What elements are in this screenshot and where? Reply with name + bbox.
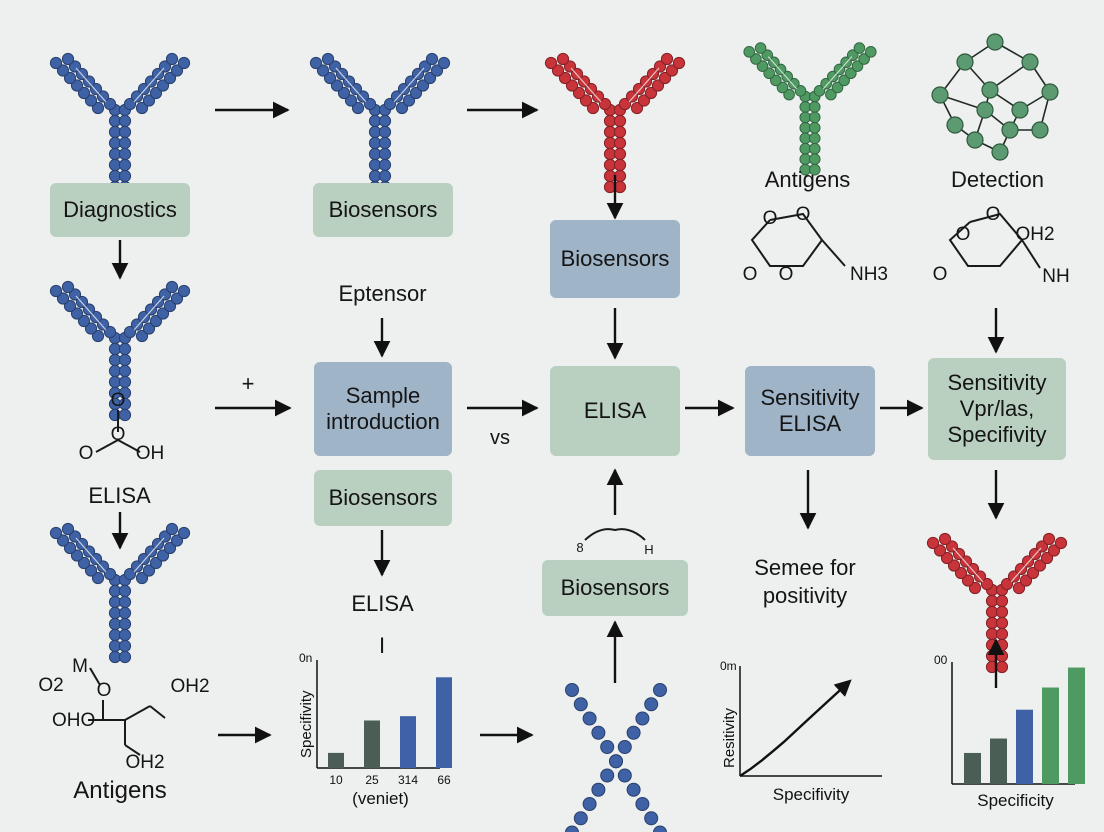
chem-label: NH bbox=[1042, 266, 1070, 287]
axis-label: (veniet) bbox=[352, 789, 409, 808]
chem-label: O bbox=[985, 204, 1001, 225]
chem-label: OHO bbox=[52, 710, 96, 731]
bar bbox=[328, 752, 344, 768]
chem-label: OH2 bbox=[170, 676, 210, 697]
chem-bonds bbox=[88, 212, 1041, 756]
biosensors-box: Biosensors bbox=[550, 220, 680, 298]
axis-label: Specifivity bbox=[298, 690, 315, 758]
antibody-icon bbox=[743, 42, 877, 176]
antibody-icon bbox=[544, 52, 686, 194]
tick-label: 00 bbox=[934, 653, 948, 667]
bar bbox=[1016, 709, 1033, 784]
bar bbox=[400, 716, 416, 768]
antibody-icon bbox=[49, 522, 191, 664]
chem-label: O bbox=[932, 264, 948, 285]
antibody-icon bbox=[49, 280, 191, 422]
chem-label: O bbox=[795, 204, 811, 225]
molecular-network-icon bbox=[931, 33, 1059, 161]
bar bbox=[436, 677, 452, 768]
tick-label: 10 bbox=[329, 773, 343, 787]
chem-label: O bbox=[96, 680, 112, 701]
antibody-icon bbox=[49, 52, 191, 194]
bar-marker-label: I bbox=[378, 633, 386, 658]
bar bbox=[964, 752, 981, 784]
elisa-label: ELISA bbox=[351, 591, 414, 616]
chem-label: OH bbox=[135, 443, 165, 464]
chem-label: OH2 bbox=[125, 752, 165, 773]
tick-label: 66 bbox=[437, 773, 451, 787]
bar bbox=[1042, 687, 1059, 784]
detection-label: Detection bbox=[951, 167, 1044, 192]
antigens-label: Antigens bbox=[73, 777, 167, 804]
chem-label: H bbox=[644, 542, 654, 557]
elisa-label: ELISA bbox=[88, 483, 151, 508]
chem-label: O bbox=[762, 208, 778, 229]
tick-label: 314 bbox=[398, 773, 418, 787]
chem-label: O bbox=[955, 224, 971, 245]
chem-label: NH3 bbox=[849, 264, 888, 285]
chem-label: O bbox=[110, 424, 126, 445]
chem-label: OH2 bbox=[1015, 224, 1055, 245]
bar bbox=[1068, 667, 1085, 784]
antigens-label: Antigens bbox=[764, 167, 851, 192]
vs-label: vs bbox=[490, 427, 510, 449]
axis-label: Specificity bbox=[977, 791, 1054, 810]
chem-label: O bbox=[78, 443, 94, 464]
tick-label: 0m bbox=[720, 659, 737, 673]
bar bbox=[990, 738, 1007, 784]
bar bbox=[364, 720, 380, 768]
sensitivity-specifivity-box: Sensitivity Vpr/las, Specifivity bbox=[928, 358, 1066, 460]
sensitivity-elisa-box: Sensitivity ELISA bbox=[745, 366, 875, 456]
chem-label: M bbox=[72, 656, 88, 677]
chem-label: O2 bbox=[38, 675, 64, 696]
biosensors-box: Biosensors bbox=[314, 470, 452, 526]
biosensors-box: Biosensors bbox=[313, 183, 453, 237]
biosensors-box: Biosensors bbox=[542, 560, 688, 616]
semee-label: Semee for positivity bbox=[754, 555, 856, 608]
chem-label: O bbox=[742, 264, 758, 285]
antibody-cross-icon bbox=[565, 683, 667, 832]
chem-label: O bbox=[110, 390, 126, 411]
antibody-icon bbox=[926, 532, 1068, 674]
tick-label: 25 bbox=[365, 773, 379, 787]
series-line bbox=[739, 679, 852, 777]
axis-label: Specifivity bbox=[773, 785, 850, 804]
tick-label: 0n bbox=[299, 651, 312, 665]
axis-label: Resitivity bbox=[721, 707, 738, 768]
plus-label: + bbox=[241, 371, 255, 396]
chem-label: 8 bbox=[576, 540, 584, 555]
diagnostics-box: Diagnostics bbox=[50, 183, 190, 237]
elisa-box: ELISA bbox=[550, 366, 680, 456]
eptensor-label: Eptensor bbox=[338, 281, 427, 306]
chem-label: O bbox=[778, 264, 794, 285]
sample-introduction-box: Sample introduction bbox=[314, 362, 452, 456]
